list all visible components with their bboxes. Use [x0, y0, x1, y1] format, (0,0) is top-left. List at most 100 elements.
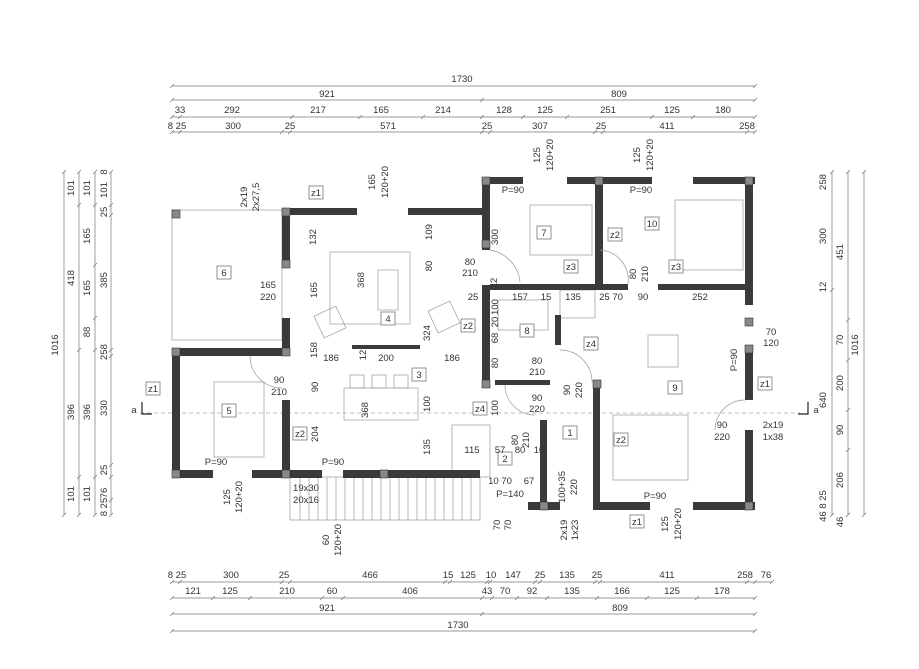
- plan-annotation: 25: [468, 292, 479, 303]
- dimension-label: 12: [818, 282, 829, 293]
- dimension-label: 165: [82, 280, 93, 296]
- dimension-tick: [420, 114, 426, 120]
- room-number-4: 4: [380, 311, 396, 326]
- dimension-label: 640: [818, 392, 829, 408]
- plan-annotation: 368: [360, 402, 371, 418]
- zone-tag: z2: [607, 227, 623, 242]
- plan-annotation: 220: [529, 404, 545, 415]
- plan-annotation: P=90: [322, 457, 344, 468]
- dimension-label: 210: [279, 586, 295, 597]
- plan-annotation: 120+20: [234, 481, 245, 513]
- terrace-outline: [171, 209, 283, 341]
- plan-annotation: 90: [717, 420, 728, 431]
- plan-annotation: 70: [503, 520, 514, 531]
- dimension-label: 101: [66, 180, 77, 196]
- plan-annotation: 186: [323, 353, 339, 364]
- dimension-tick: [340, 595, 346, 601]
- dimension-label: 214: [435, 105, 451, 116]
- room-number-3-label: 3: [416, 370, 421, 381]
- dimension-label: 101: [99, 182, 110, 198]
- dimension-tick: [289, 114, 295, 120]
- door-swing: [249, 355, 283, 389]
- dimension-label: 101: [66, 486, 77, 502]
- dimension-tick: [108, 512, 114, 518]
- plan-annotation: 10: [534, 445, 545, 456]
- zone-tag: z2: [613, 432, 629, 447]
- dimension-tick: [479, 114, 485, 120]
- dimension-tick: [479, 129, 485, 135]
- plan-annotation: 2x19: [239, 187, 250, 208]
- plan-annotation: P=90: [644, 491, 666, 502]
- wall: [282, 208, 290, 260]
- zone-tag: z2: [460, 318, 476, 333]
- plan-annotation: 210: [529, 367, 545, 378]
- structural-column: [594, 176, 604, 186]
- dimension-tick: [845, 447, 851, 453]
- dimension-label: 300: [223, 570, 239, 581]
- tag-box: [216, 265, 232, 280]
- plan-annotation: 80: [465, 257, 476, 268]
- plan-annotation: 70: [492, 520, 503, 531]
- chair: [393, 374, 409, 389]
- dimension-tick: [108, 462, 114, 468]
- structural-column: [744, 317, 754, 327]
- zone-tag-label: z3: [671, 262, 681, 273]
- dimension-label: 300: [818, 228, 829, 244]
- tag-box: [667, 380, 683, 395]
- dimension-label: 165: [373, 105, 389, 116]
- dimension-tick: [108, 353, 114, 359]
- structural-column: [281, 469, 291, 479]
- plan-annotation: 200: [378, 353, 394, 364]
- room-number-9: 9: [667, 380, 683, 395]
- room-number-6-label: 6: [221, 268, 226, 279]
- plan-annotation: 12: [489, 278, 500, 289]
- plan-annotation: 220: [260, 292, 276, 303]
- dimension-label: 43: [482, 586, 493, 597]
- dimension-tick: [752, 129, 758, 135]
- dimension-label: 128: [496, 105, 512, 116]
- wall: [567, 177, 652, 184]
- dimension-label: 396: [66, 404, 77, 420]
- wall: [745, 177, 753, 305]
- plan-annotation: 210: [462, 268, 478, 279]
- door-swing: [489, 249, 521, 283]
- dimension-tick: [514, 595, 520, 601]
- dimension-label: 411: [659, 570, 674, 581]
- plan-annotation: 125: [660, 516, 671, 532]
- structural-column: [379, 469, 389, 479]
- door-swing: [714, 399, 746, 431]
- tag-box: [536, 225, 552, 240]
- dimension-tick: [544, 595, 550, 601]
- dimension-label: 258: [99, 344, 110, 360]
- wall: [352, 345, 420, 349]
- dimension-tick: [532, 579, 538, 585]
- room-number-6: 6: [216, 265, 232, 280]
- dimension-tick: [319, 595, 325, 601]
- structural-column: [539, 501, 549, 511]
- dimension-tick: [861, 169, 867, 175]
- dimension-tick: [169, 611, 175, 617]
- tag-box: [145, 381, 161, 396]
- dimension-label: 101: [82, 180, 93, 196]
- wall: [495, 380, 550, 385]
- room-number-8-label: 8: [524, 326, 529, 337]
- zone-tag-label: z2: [295, 429, 305, 440]
- dimension-label: 46 8 25: [818, 490, 829, 522]
- dimension-label: 101: [82, 486, 93, 502]
- plan-annotation: 300: [490, 229, 501, 245]
- wall: [693, 502, 755, 510]
- dimension-tick: [845, 169, 851, 175]
- zone-tag-label: z4: [475, 404, 485, 415]
- dimension-label: 8 25: [99, 498, 110, 517]
- plan-annotation: 109: [424, 224, 435, 240]
- plan-annotation: 120+20: [380, 166, 391, 198]
- room-number-9-label: 9: [672, 383, 677, 394]
- dimension-label: 125: [222, 586, 238, 597]
- dimension-label: 125: [460, 570, 476, 581]
- plan-annotation: 90: [562, 385, 573, 396]
- dimension-tick: [845, 407, 851, 413]
- dimension-tick: [479, 97, 485, 103]
- dimension-label: 33: [175, 105, 186, 116]
- room-number-4-label: 4: [385, 314, 390, 325]
